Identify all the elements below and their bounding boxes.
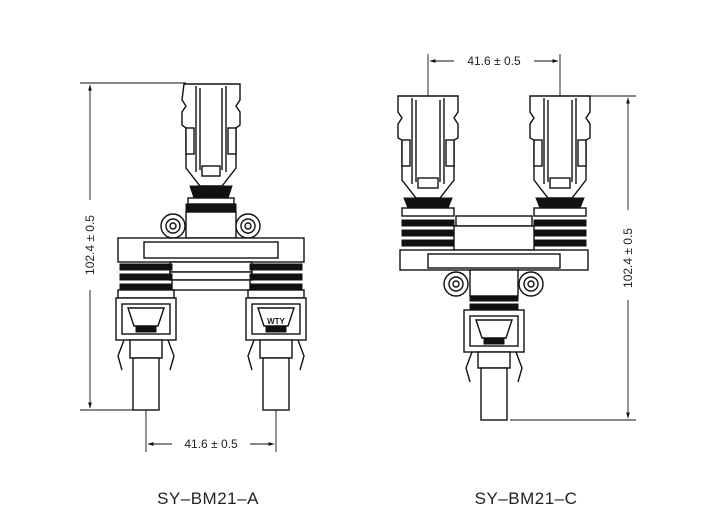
width-dimension-c-label: 41.6 ± 0.5: [467, 54, 521, 68]
body-c: [399, 215, 589, 297]
top-connector-left-c: [397, 95, 459, 217]
bottom-socket-left-a: [115, 297, 177, 411]
top-connector-a: [181, 83, 241, 239]
height-dimension-c: 102.4 ± 0.5: [510, 95, 636, 421]
top-connector-right-c: [529, 95, 591, 217]
bolt-right-c: [518, 271, 544, 297]
caption-a: SY–BM21–A: [157, 489, 259, 508]
bottom-socket-right-a: WTY: [245, 297, 307, 411]
body-a: [117, 237, 305, 299]
width-dimension-c: 41.6 ± 0.5: [427, 54, 561, 96]
height-dimension-c-label: 102.4 ± 0.5: [621, 228, 635, 288]
width-dimension-a: 41.6 ± 0.5: [145, 410, 277, 452]
bolt-right-a: [235, 213, 261, 239]
height-dimension-a-label: 102.4 ± 0.5: [83, 215, 97, 275]
marking-text-a: WTY: [267, 317, 285, 326]
bolt-left-a: [160, 213, 186, 239]
height-dimension-a: 102.4 ± 0.5: [80, 82, 186, 411]
caption-c: SY–BM21–C: [475, 489, 578, 508]
drawing-sy-bm21-c: 41.6 ± 0.5 102.4 ± 0.5: [397, 54, 636, 508]
bottom-socket-c: [463, 295, 525, 421]
drawing-sy-bm21-a: 102.4 ± 0.5: [80, 82, 307, 508]
width-dimension-a-label: 41.6 ± 0.5: [184, 437, 238, 451]
bolt-left-c: [443, 271, 469, 297]
